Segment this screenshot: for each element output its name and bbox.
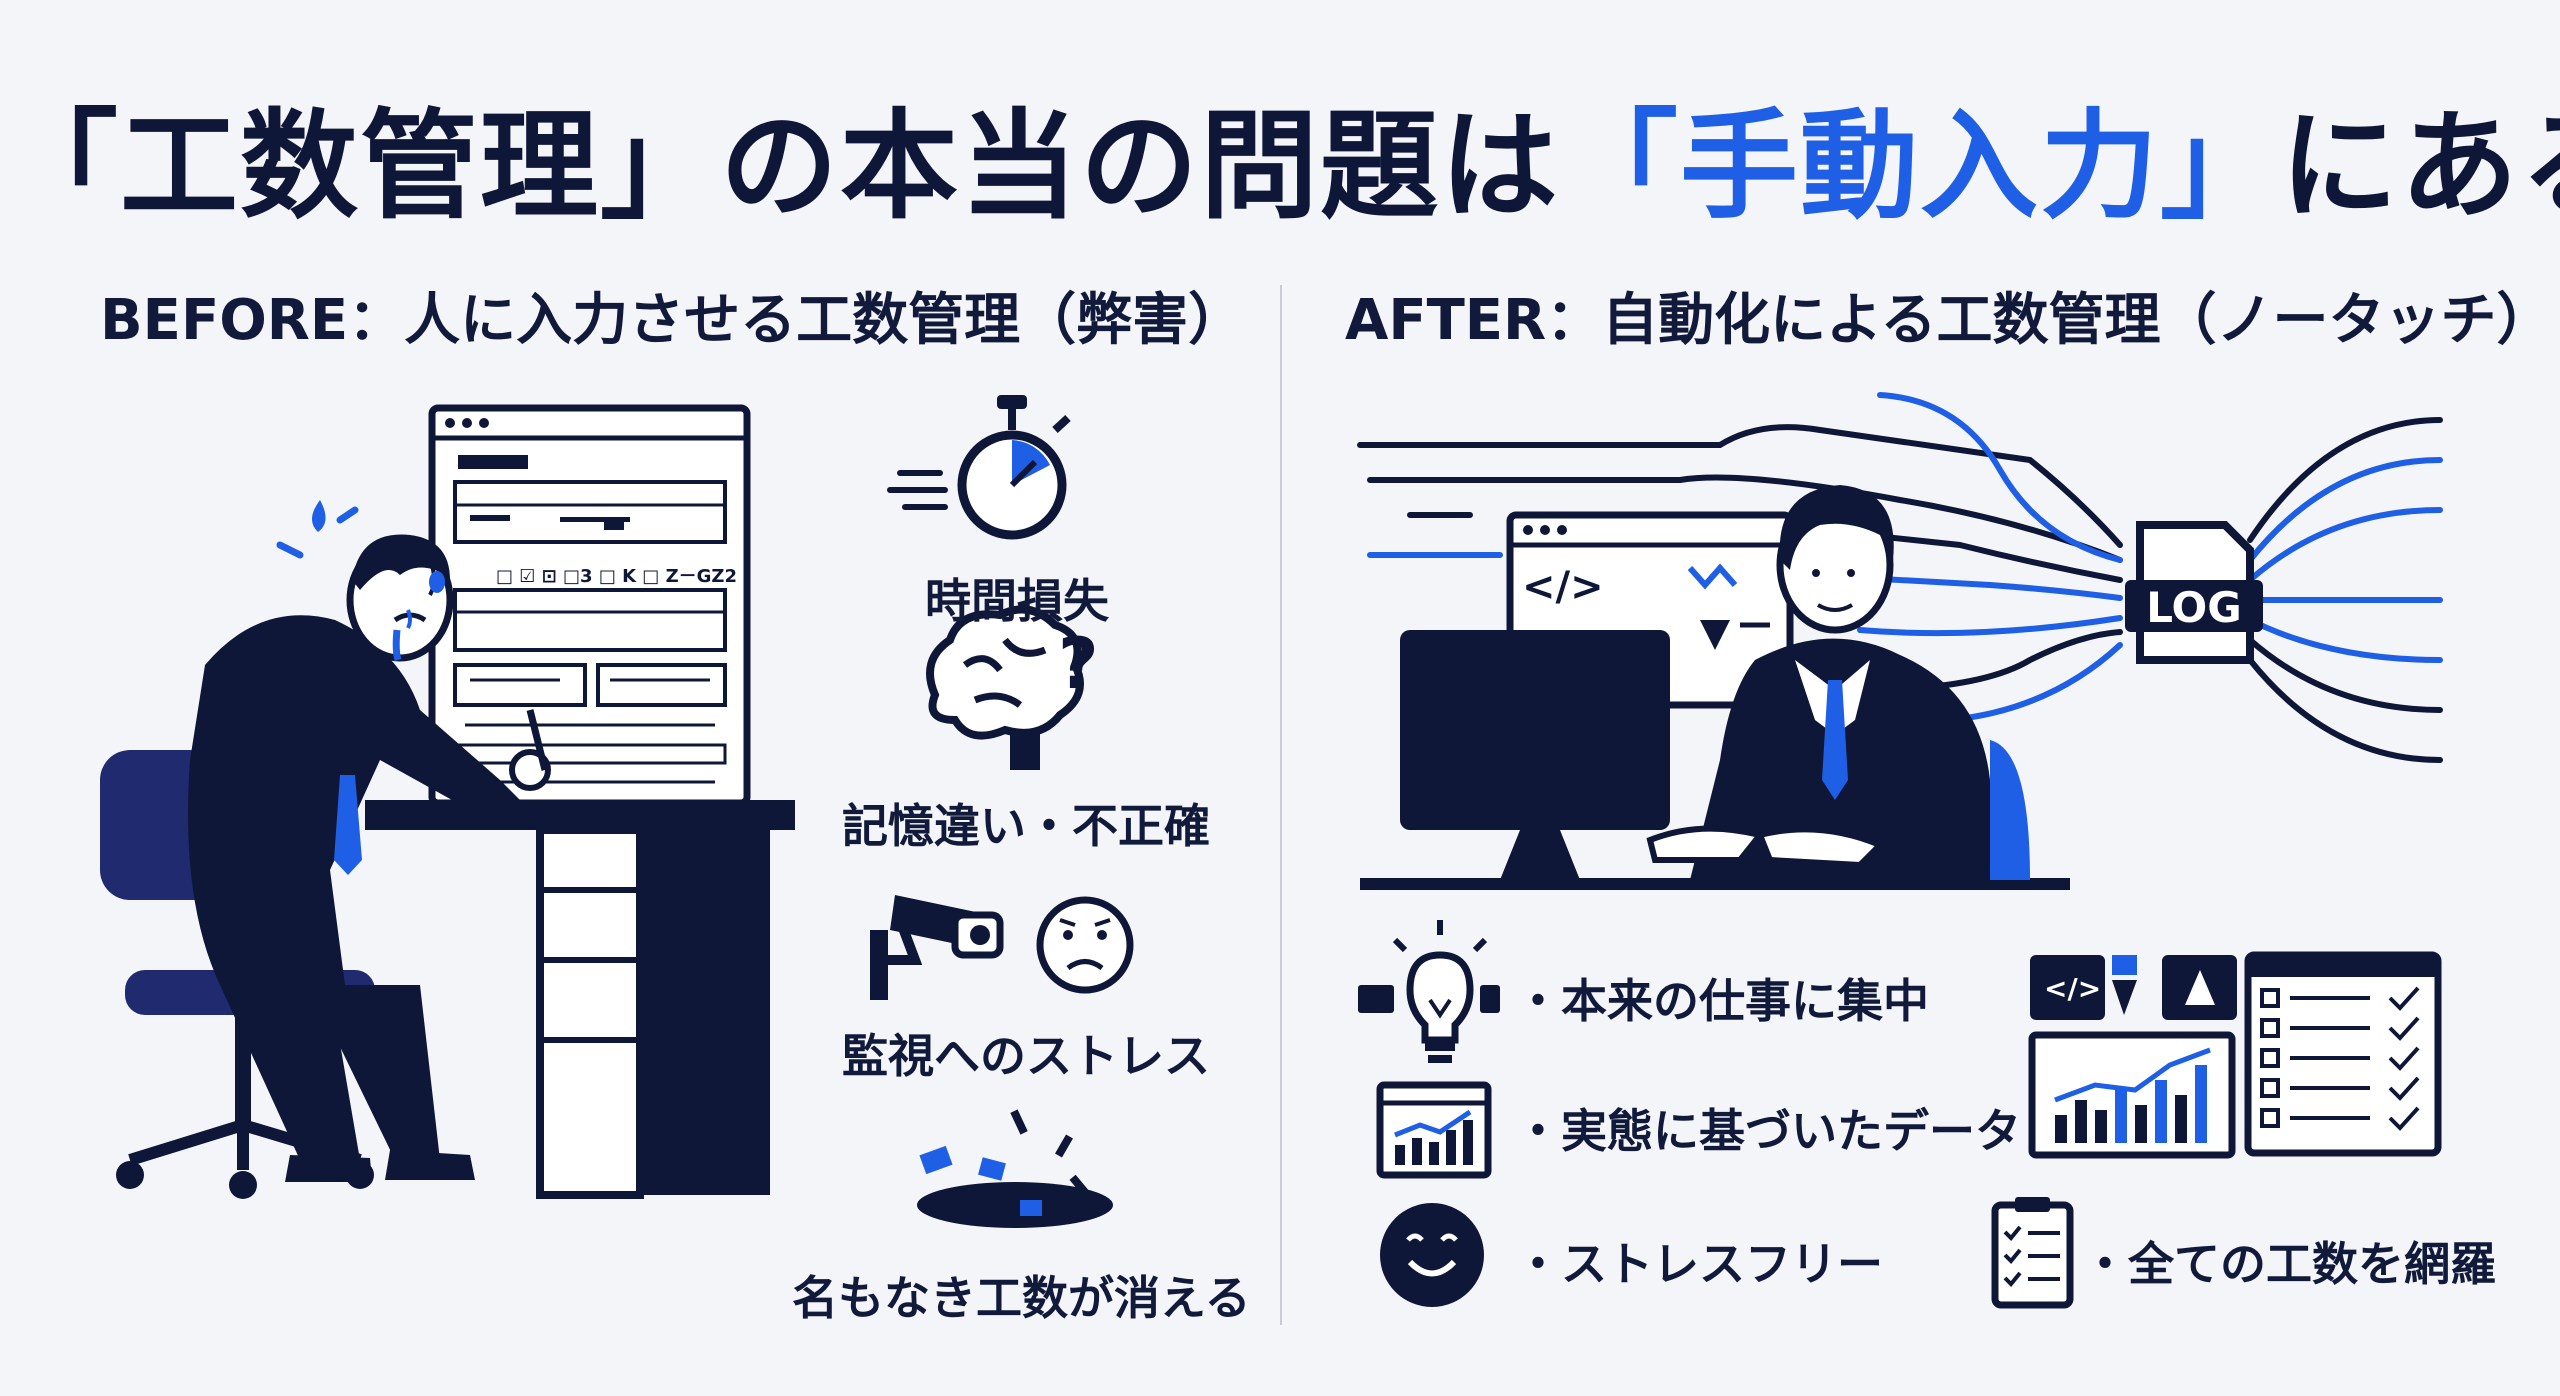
vanishing-hole-icon — [917, 1109, 1113, 1228]
log-label: LOG — [2146, 583, 2241, 632]
stressed-worker — [188, 534, 551, 1182]
table-checklist-icon — [2244, 951, 2442, 1157]
desk — [365, 800, 795, 1199]
computer-monitor — [1360, 630, 2070, 890]
form-checkbox-row: □ ☑ ⊡ □3 □ K □ Z－GZ2 — [496, 566, 737, 587]
page-title: 「工数管理」の本当の問題は「手動入力」にある — [0, 70, 2560, 241]
before-heading: BEFORE：人に入力させる工数管理（弊害） — [100, 288, 1245, 353]
benefit-label-focus: ・本来の仕事に集中 — [1515, 974, 1929, 1028]
before-illustration: □ ☑ ⊡ □3 □ K □ Z－GZ2 — [100, 395, 1134, 1228]
form-window — [428, 404, 751, 807]
center-divider — [1280, 285, 1282, 1325]
problem-label-time-loss: 時間損失 — [925, 574, 1109, 628]
checklist-icon — [1991, 1197, 2074, 1309]
surveillance-camera-icon — [870, 895, 1004, 1000]
brain-question-icon: ? — [926, 605, 1099, 770]
lightbulb-icon — [1358, 920, 1500, 1063]
benefit-label-all-work: ・全ての工数を網羅 — [2082, 1237, 2496, 1291]
problem-label-surveillance-stress: 監視へのストレス — [842, 1029, 1210, 1083]
sweat-drops-icon — [276, 500, 359, 559]
focused-worker — [1646, 485, 2030, 880]
title-accent: 「手動入力」 — [1560, 97, 2281, 235]
benefit-label-stress-free: ・ストレスフリー — [1515, 1237, 1883, 1291]
svg-text:?: ? — [1058, 623, 1099, 705]
after-heading: AFTER：自動化による工数管理（ノータッチ） — [1345, 288, 2553, 353]
problem-label-unnamed-work: 名もなき工数が消える — [792, 1271, 1251, 1325]
problem-label-memory-error: 記憶違い・不正確 — [842, 799, 1210, 853]
worried-face-icon — [1036, 896, 1134, 994]
code-tag: </> — [1522, 564, 1604, 610]
dashboard-tools-icon: </> — [2028, 955, 2237, 1159]
title-part2: にある — [2280, 97, 2560, 235]
log-file-icon — [2125, 521, 2263, 664]
svg-text:</>: </> — [2044, 972, 2101, 1005]
chart-window-icon — [1376, 1081, 1492, 1179]
benefit-label-real-data: ・実態に基づいたデータ — [1515, 1104, 2021, 1158]
smiley-icon — [1380, 1203, 1484, 1307]
stopwatch-icon — [887, 395, 1071, 540]
title-part1: 「工数管理」の本当の問題は — [0, 97, 1561, 235]
